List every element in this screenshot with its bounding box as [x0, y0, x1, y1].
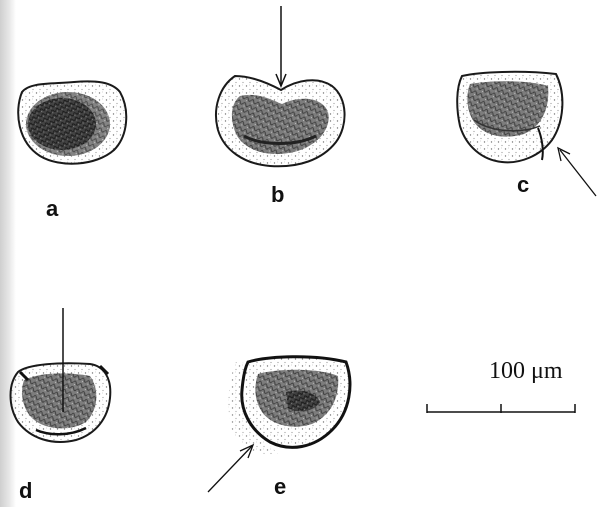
panel-label-c: c: [517, 172, 529, 198]
panel-label-b: b: [271, 182, 284, 208]
pointer-arrow-c: [560, 150, 596, 196]
section-e: [229, 357, 350, 455]
section-b: [216, 76, 345, 166]
section-d: [11, 363, 111, 442]
panel-label-e: e: [274, 474, 286, 500]
section-c: [457, 72, 562, 162]
panel-label-d: d: [19, 478, 32, 504]
scale-bar-label: 100 μm: [489, 358, 563, 385]
section-a: [18, 81, 126, 163]
pointer-arrow-e: [208, 446, 252, 492]
panel-label-a: a: [46, 196, 58, 222]
scale-bar: [427, 404, 575, 413]
